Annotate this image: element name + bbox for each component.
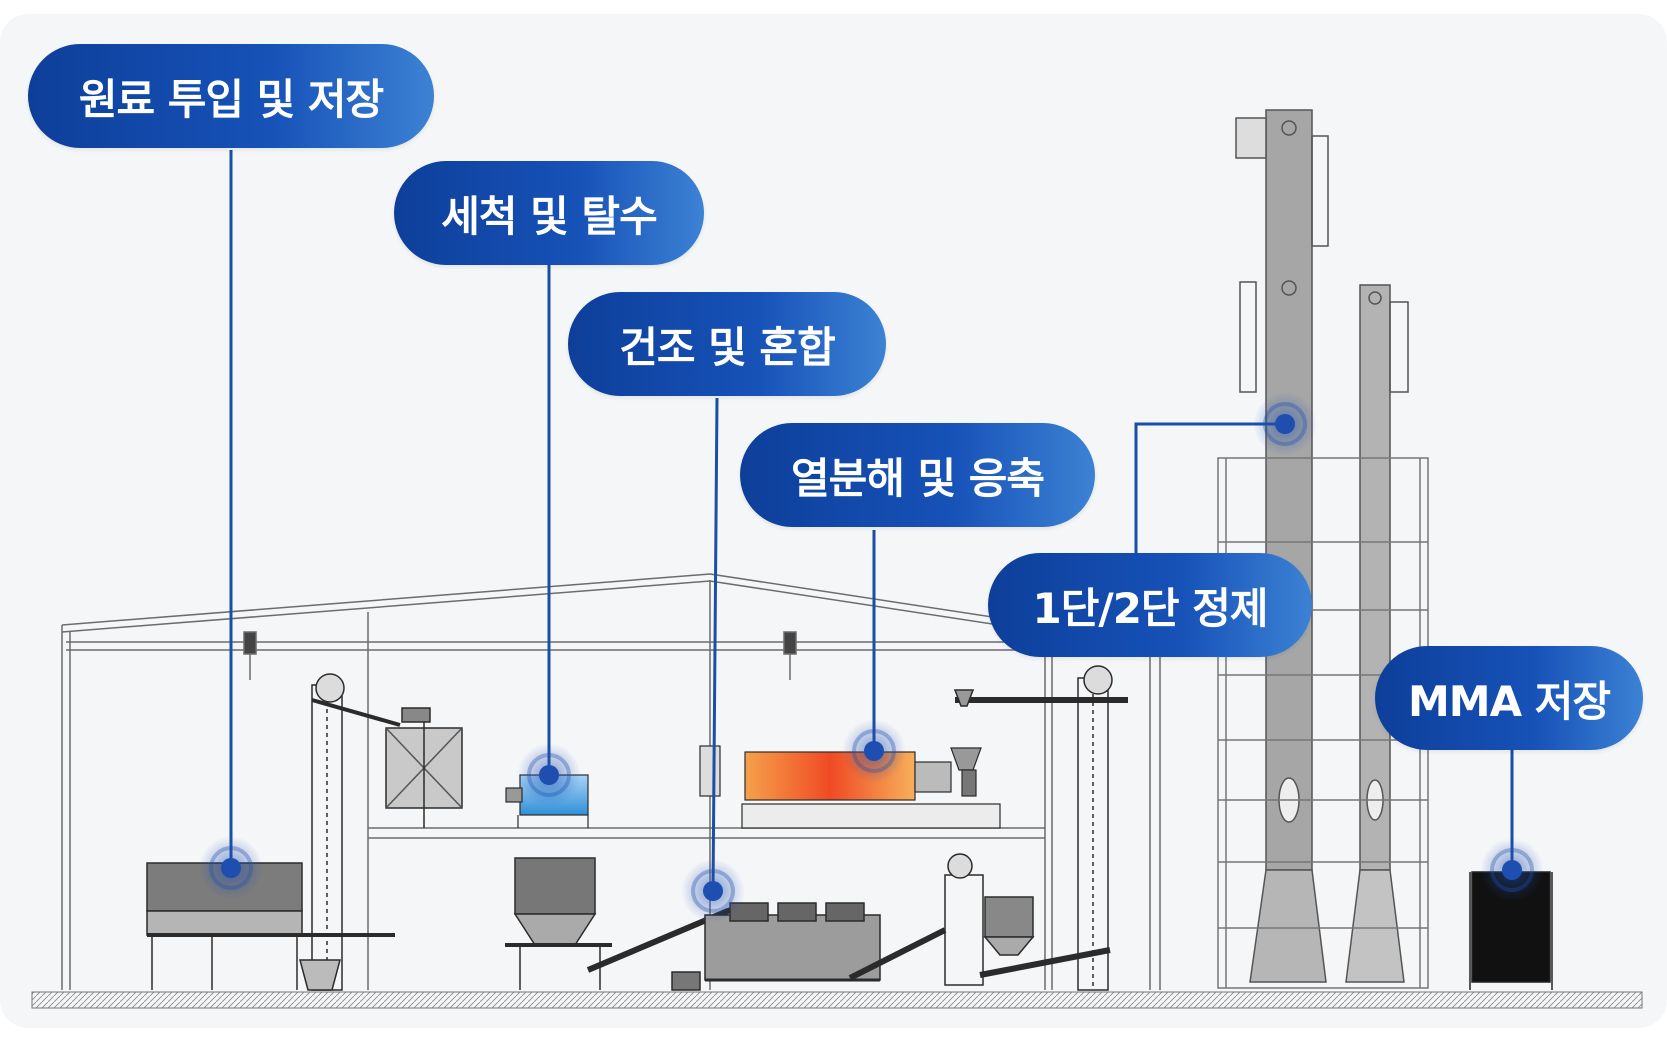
marker-store <box>1480 838 1544 902</box>
bucket-elevator-2 <box>848 665 1113 991</box>
marker-wash <box>517 743 581 807</box>
distillation-tower-1 <box>1235 109 1329 983</box>
dryer-mixer <box>586 902 881 991</box>
marker-feed <box>199 836 263 900</box>
storage-silo <box>505 857 612 990</box>
bucket-elevator <box>299 673 401 991</box>
distillation-tower-2 <box>1345 284 1409 983</box>
marker-pyro <box>842 719 906 783</box>
stage-label-wash: 세척 및 탈수 <box>394 161 704 265</box>
stage-label-store: MMA 저장 <box>1375 646 1643 750</box>
feed-hopper <box>146 862 395 990</box>
ground-slab <box>31 991 1643 1009</box>
pyrolysis-reactor <box>699 745 1001 829</box>
stage-label-refine: 1단/2단 정제 <box>988 553 1312 657</box>
screw-conveyor <box>953 689 1128 707</box>
marker-refine <box>1253 392 1317 456</box>
wash-tank <box>385 707 463 828</box>
stage-label-dry: 건조 및 혼합 <box>568 292 886 396</box>
stage-label-pyro: 열분해 및 응축 <box>740 423 1095 527</box>
marker-dry <box>681 859 745 923</box>
stage-label-feed: 원료 투입 및 저장 <box>28 44 434 148</box>
